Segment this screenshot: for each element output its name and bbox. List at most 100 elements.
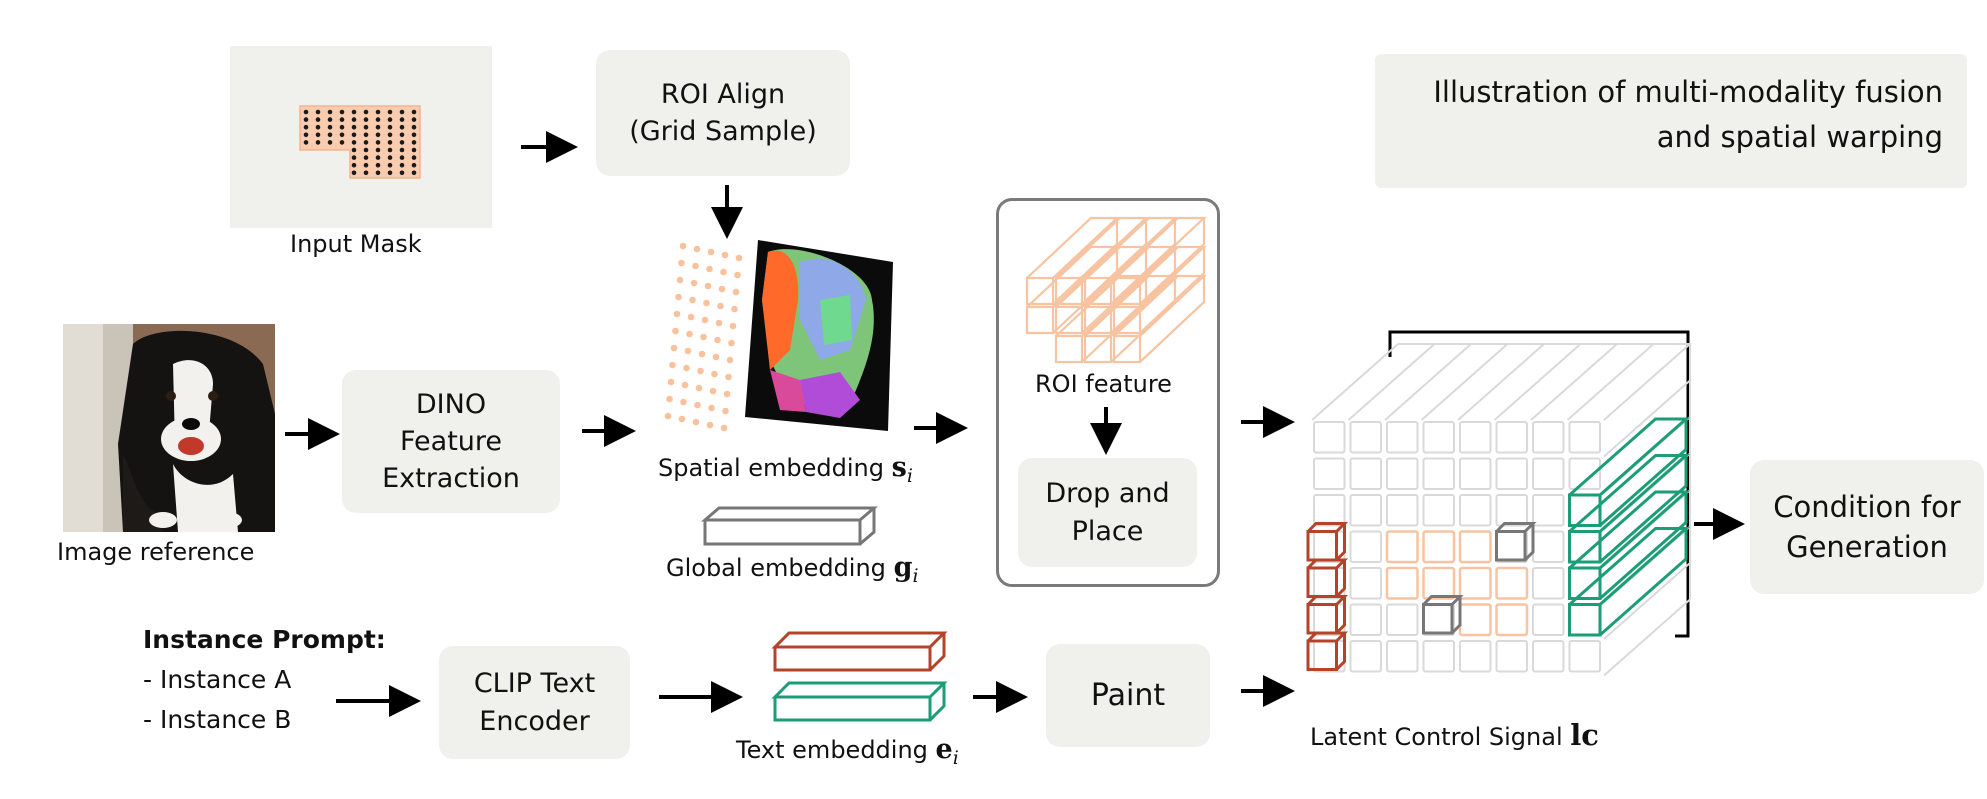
mask-dot: [351, 109, 357, 115]
spatial-dot: [689, 296, 696, 304]
latent-cell: [1349, 457, 1382, 490]
mask-dot: [351, 124, 357, 130]
text-embedding-symbol: e: [935, 734, 953, 765]
latent-cell: [1313, 457, 1346, 490]
latent-instance-a-cube: [1306, 595, 1349, 606]
mask-dot: [411, 132, 417, 138]
spatial-dot: [681, 381, 689, 389]
mask-dot: [399, 132, 405, 138]
diagram-title-panel: Illustration of multi-modality fusion an…: [1375, 54, 1967, 188]
roi-feature-cuboids: [1025, 216, 1207, 364]
roi-feature-cuboid: [1139, 247, 1206, 334]
mask-dot: [375, 155, 381, 160]
roi-feature-cuboid: [1113, 274, 1207, 337]
instance-prompt-item-b: - Instance B: [143, 705, 292, 734]
latent-cell: [1568, 421, 1601, 454]
latent-depth-line: [1603, 379, 1691, 458]
latent-cell: [1422, 421, 1455, 454]
latent-roi-cell: [1422, 566, 1456, 600]
latent-cell: [1495, 530, 1528, 563]
latent-cell: [1313, 421, 1346, 454]
spatial-dot: [703, 299, 710, 307]
latent-cell: [1532, 640, 1565, 673]
latent-cell: [1568, 457, 1601, 490]
latent-cell: [1349, 640, 1382, 673]
mask-dot: [327, 132, 333, 138]
latent-instance-b-bar: [1568, 527, 1690, 637]
spatial-dot: [718, 285, 726, 293]
spatial-dot: [726, 356, 734, 364]
mask-dot: [315, 140, 321, 145]
latent-cell: [1422, 603, 1455, 636]
spatial-dot: [692, 418, 700, 426]
latent-instance-a-cube: [1335, 523, 1346, 562]
mask-dot: [411, 147, 417, 153]
roi-feature-cuboid: [1054, 334, 1084, 364]
mask-dot: [387, 117, 393, 122]
latent-cell: [1459, 494, 1492, 527]
latent-depth-line: [1311, 343, 1399, 421]
drop-and-place-box: Drop and Place: [1018, 458, 1197, 567]
latent-depth-line: [1347, 343, 1436, 421]
mask-dot: [399, 117, 405, 122]
latent-control-signal-label: Latent Control Signal lc: [1310, 718, 1599, 752]
mask-dot: [363, 170, 369, 176]
spatial-dot: [672, 327, 679, 335]
spatial-embedding-label: Spatial embedding si: [658, 452, 913, 487]
paint-box: Paint: [1046, 644, 1210, 747]
latent-cell: [1532, 457, 1565, 490]
spatial-dot: [721, 251, 729, 259]
mask-dot: [387, 155, 393, 160]
spatial-dot: [706, 421, 714, 429]
spatial-dot: [712, 353, 720, 361]
mask-dot: [351, 155, 357, 160]
title-line-1: Illustration of multi-modality fusion: [1433, 75, 1943, 109]
mask-dot: [375, 170, 381, 176]
latent-cell: [1495, 494, 1528, 527]
spatial-dot: [695, 384, 703, 392]
roi-feature-cuboid: [1026, 216, 1120, 279]
spatial-dot: [670, 344, 678, 352]
mask-dot: [351, 140, 357, 145]
latent-depth-line: [1603, 562, 1691, 640]
spatial-dot: [666, 395, 673, 403]
latent-cell: [1349, 421, 1382, 454]
latent-cell: [1568, 640, 1601, 673]
mask-dot: [339, 140, 345, 145]
mask-dot: [351, 162, 357, 168]
latent-cell: [1495, 457, 1528, 490]
mask-dot: [351, 117, 357, 122]
mask-dot: [303, 124, 309, 130]
mask-dot: [387, 109, 393, 115]
spatial-dot: [700, 333, 707, 341]
mask-dot: [363, 147, 369, 153]
spatial-dot: [680, 398, 687, 406]
mask-dot: [315, 124, 321, 130]
mask-dot: [375, 117, 381, 122]
spatial-dot: [690, 279, 698, 287]
mask-dot: [351, 132, 357, 138]
latent-cell: [1532, 603, 1565, 636]
mask-dot: [375, 124, 381, 130]
condition-for-generation-box: Condition for Generation: [1750, 460, 1984, 594]
mask-dot: [411, 170, 417, 176]
spatial-dot: [706, 265, 713, 273]
image-reference-label: Image reference: [57, 538, 255, 566]
input-mask-label: Input Mask: [290, 230, 422, 258]
roi-feature-cuboid: [1025, 276, 1055, 306]
latent-cell: [1349, 530, 1382, 563]
roi-feature-label: ROI feature: [1035, 370, 1172, 398]
spatial-dot: [692, 262, 699, 270]
spatial-dot: [687, 313, 695, 321]
mask-dot: [411, 117, 417, 122]
latent-cell: [1459, 457, 1492, 490]
mask-dot: [411, 140, 417, 145]
latent-cell: [1459, 640, 1492, 673]
spatial-dot: [717, 302, 724, 310]
spatial-dot: [711, 370, 718, 378]
latent-depth-line: [1493, 343, 1582, 421]
spatial-dot: [679, 242, 687, 250]
mask-dot: [387, 162, 393, 168]
roi-align-box: ROI Align (Grid Sample): [596, 50, 850, 176]
latent-depth-line: [1420, 343, 1509, 421]
